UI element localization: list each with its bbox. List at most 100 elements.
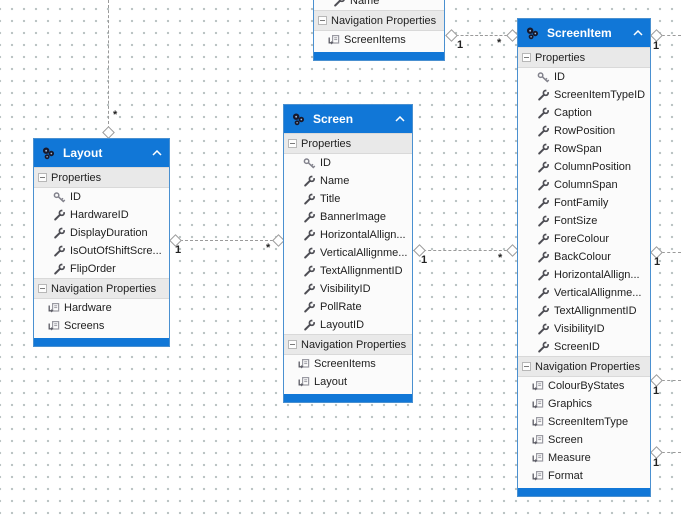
property-row[interactable]: ID	[284, 154, 412, 172]
section-header[interactable]: Navigation Properties	[518, 356, 650, 377]
nav-property-row[interactable]: Hardware	[34, 299, 169, 317]
wrench-icon	[53, 244, 66, 258]
entity-icon	[291, 112, 306, 127]
nav-property-row[interactable]: Measure	[518, 449, 650, 467]
section-header[interactable]: Properties	[284, 133, 412, 154]
nav-property-row[interactable]: ScreenItemType	[518, 413, 650, 431]
property-row[interactable]: VerticalAllignme...	[284, 244, 412, 262]
nav-property-icon	[531, 398, 544, 411]
nav-property-icon	[531, 380, 544, 393]
property-row[interactable]: HardwareID	[34, 206, 169, 224]
row-label: VisibilityID	[554, 323, 605, 335]
association-line[interactable]	[651, 380, 681, 381]
connector-diamond-icon[interactable]	[444, 28, 458, 42]
expander-minus-icon[interactable]	[522, 53, 531, 62]
association-line[interactable]	[170, 240, 283, 241]
connector-diamond-icon[interactable]	[101, 125, 115, 139]
wrench-icon	[303, 174, 316, 188]
row-label: TextAllignmentID	[554, 305, 637, 317]
nav-property-row[interactable]: Format	[518, 467, 650, 485]
nav-property-row[interactable]: Graphics	[518, 395, 650, 413]
section-label: Navigation Properties	[535, 360, 641, 373]
expander-minus-icon[interactable]	[318, 16, 327, 25]
property-row[interactable]: PollRate	[284, 298, 412, 316]
property-row[interactable]: Name	[314, 0, 444, 10]
section-header[interactable]: Navigation Properties	[314, 10, 444, 31]
property-row[interactable]: ColumnSpan	[518, 176, 650, 194]
row-label: Screen	[548, 434, 583, 446]
property-row[interactable]: DisplayDuration	[34, 224, 169, 242]
property-row[interactable]: TextAllignmentID	[518, 302, 650, 320]
row-label: ScreenItems	[314, 358, 376, 370]
section-label: Properties	[301, 137, 352, 150]
row-label: Name	[350, 0, 380, 7]
property-row[interactable]: VisibilityID	[518, 320, 650, 338]
row-label: BannerImage	[320, 211, 387, 223]
entity-header[interactable]: ScreenItem	[518, 19, 650, 47]
property-row[interactable]: RowPosition	[518, 122, 650, 140]
property-row[interactable]: FontFamily	[518, 194, 650, 212]
nav-property-row[interactable]: ScreenItems	[284, 355, 412, 373]
multiplicity-label: 1	[421, 254, 428, 266]
property-row[interactable]: LayoutID	[284, 316, 412, 334]
row-label: ID	[554, 71, 565, 83]
property-row[interactable]: Caption	[518, 104, 650, 122]
property-row[interactable]: FontSize	[518, 212, 650, 230]
row-label: Screens	[64, 320, 105, 332]
nav-property-row[interactable]: Layout	[284, 373, 412, 391]
property-row[interactable]: Name	[284, 172, 412, 190]
property-row[interactable]: HorizontalAllign...	[518, 266, 650, 284]
expander-minus-icon[interactable]	[288, 340, 297, 349]
section-header[interactable]: Properties	[518, 47, 650, 68]
property-row[interactable]: RowSpan	[518, 140, 650, 158]
property-row[interactable]: BannerImage	[284, 208, 412, 226]
section-header[interactable]: Navigation Properties	[284, 334, 412, 355]
row-label: ForeColour	[554, 233, 610, 245]
collapse-chevron-icon[interactable]	[152, 150, 162, 156]
multiplicity-label: *	[266, 242, 271, 254]
property-row[interactable]: BackColour	[518, 248, 650, 266]
association-line[interactable]	[413, 250, 517, 251]
wrench-icon	[537, 142, 550, 156]
nav-property-row[interactable]: ScreenItems	[314, 31, 444, 49]
property-row[interactable]: Title	[284, 190, 412, 208]
nav-property-row[interactable]: Screen	[518, 431, 650, 449]
association-line[interactable]	[108, 0, 109, 129]
property-row[interactable]: HorizontalAllign...	[284, 226, 412, 244]
expander-minus-icon[interactable]	[288, 139, 297, 148]
property-row[interactable]: ID	[34, 188, 169, 206]
expander-minus-icon[interactable]	[522, 362, 531, 371]
property-row[interactable]: ScreenItemTypeID	[518, 86, 650, 104]
entity-header[interactable]: Screen	[284, 105, 412, 133]
section-header[interactable]: Navigation Properties	[34, 278, 169, 299]
association-line[interactable]	[651, 35, 681, 36]
association-line[interactable]	[446, 35, 517, 36]
nav-property-row[interactable]: ColourByStates	[518, 377, 650, 395]
section-header[interactable]: Properties	[34, 167, 169, 188]
property-row[interactable]: VerticalAllignme...	[518, 284, 650, 302]
multiplicity-label: 1	[653, 457, 660, 469]
collapse-chevron-icon[interactable]	[633, 30, 643, 36]
expander-minus-icon[interactable]	[38, 173, 47, 182]
nav-property-row[interactable]: Screens	[34, 317, 169, 335]
property-row[interactable]: VisibilityID	[284, 280, 412, 298]
property-row[interactable]: ID	[518, 68, 650, 86]
entity-footer-bar	[284, 394, 412, 402]
property-row[interactable]: TextAllignmentID	[284, 262, 412, 280]
property-row[interactable]: ColumnPosition	[518, 158, 650, 176]
property-row[interactable]: FlipOrder	[34, 260, 169, 278]
property-row[interactable]: ForeColour	[518, 230, 650, 248]
multiplicity-label: 1	[653, 40, 660, 52]
property-row[interactable]: ScreenID	[518, 338, 650, 356]
association-line[interactable]	[651, 452, 681, 453]
property-row[interactable]: IsOutOfShiftScre...	[34, 242, 169, 260]
expander-minus-icon[interactable]	[38, 284, 47, 293]
association-line[interactable]	[651, 252, 681, 253]
collapse-chevron-icon[interactable]	[395, 116, 405, 122]
entity-header[interactable]: Layout	[34, 139, 169, 167]
